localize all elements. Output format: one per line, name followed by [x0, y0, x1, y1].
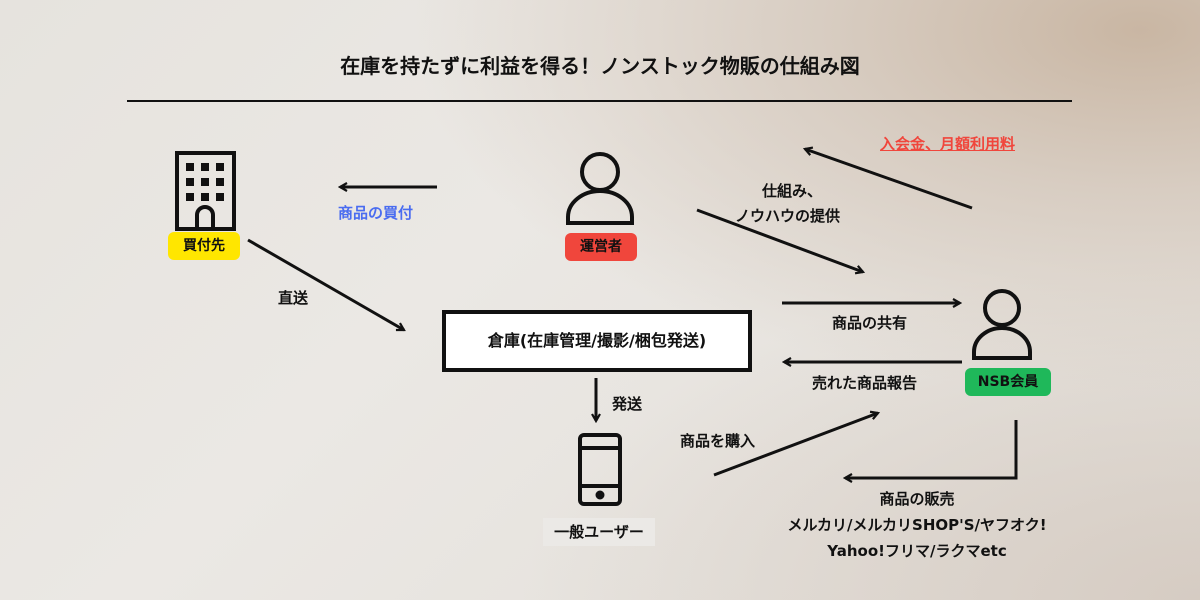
page-title: 在庫を持たずに利益を得る！ノンストック物販の仕組み図 [340, 54, 860, 78]
arrow-sell [845, 420, 1018, 478]
report-label: 売れた商品報告 [812, 374, 918, 392]
warehouse-box: 倉庫(在庫管理/撮影/梱包発送) [442, 310, 752, 372]
knowhow-label-2: ノウハウの提供 [735, 207, 841, 225]
purchase-label: 商品の買付 [338, 204, 414, 222]
sell-platforms-2: Yahoo!フリマ/ラクマetc [827, 542, 1007, 560]
direct-label: 直送 [278, 289, 309, 307]
arrow-knowhow [696, 208, 863, 272]
sell-title: 商品の販売 [879, 490, 955, 508]
supplier-badge: 買付先 [168, 232, 240, 260]
share-label: 商品の共有 [832, 314, 908, 332]
arrow-buy [713, 413, 878, 477]
knowhow-label-1: 仕組み、 [762, 182, 823, 200]
operator-badge: 運営者 [565, 233, 637, 261]
arrow-direct [247, 238, 404, 332]
ship-label: 発送 [612, 395, 643, 413]
title-divider [127, 100, 1072, 102]
arrow-fee [805, 149, 973, 210]
buy-label: 商品を購入 [680, 432, 756, 450]
building-icon [175, 151, 236, 231]
general-user-label: 一般ユーザー [543, 518, 655, 546]
fee-label: 入会金、月額利用料 [880, 135, 1016, 153]
member-badge: NSB会員 [965, 368, 1051, 396]
member-person-icon [972, 289, 1032, 360]
sell-platforms-1: メルカリ/メルカリSHOP'S/ヤフオク! [787, 516, 1047, 534]
smartphone-icon [578, 433, 622, 506]
operator-person-icon [566, 152, 634, 225]
